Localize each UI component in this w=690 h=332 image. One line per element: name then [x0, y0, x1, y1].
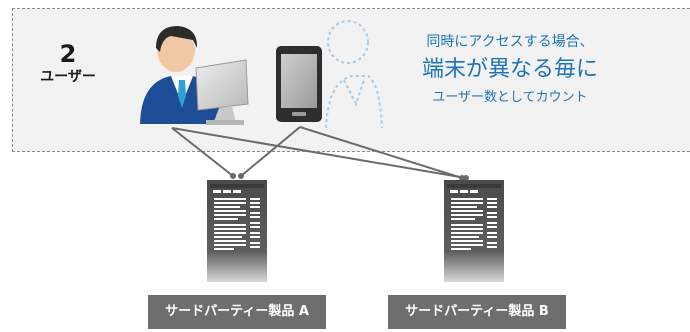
server-icon [207, 180, 267, 282]
caption: 同時にアクセスする場合、 端末が異なる毎に ユーザー数としてカウント [396, 30, 624, 110]
connection-pc-to-a [171, 127, 234, 177]
user-count-number: 2 [59, 40, 77, 68]
connection-dots [230, 173, 469, 181]
desktop-monitor-icon [195, 59, 249, 125]
connection-phone-to-b [299, 126, 463, 179]
user-count: 2 ユーザー [38, 40, 98, 86]
connection-pc-to-b [171, 127, 467, 179]
product-a-label: サードパーティー製品 A [148, 295, 326, 329]
smartphone-icon [276, 46, 322, 122]
connection-lines [171, 126, 467, 179]
caption-line-3: ユーザー数としてカウント [432, 90, 588, 105]
product-b-label: サードパーティー製品 B [388, 295, 566, 329]
person-outline-icon [325, 20, 383, 129]
user-context-panel [12, 8, 690, 152]
server-icon [444, 180, 504, 282]
user-count-label: ユーザー [40, 69, 96, 85]
caption-line-1: 同時にアクセスする場合、 [426, 34, 594, 50]
caption-line-2: 端末が異なる毎に [421, 57, 598, 82]
connection-phone-to-a [240, 126, 301, 177]
